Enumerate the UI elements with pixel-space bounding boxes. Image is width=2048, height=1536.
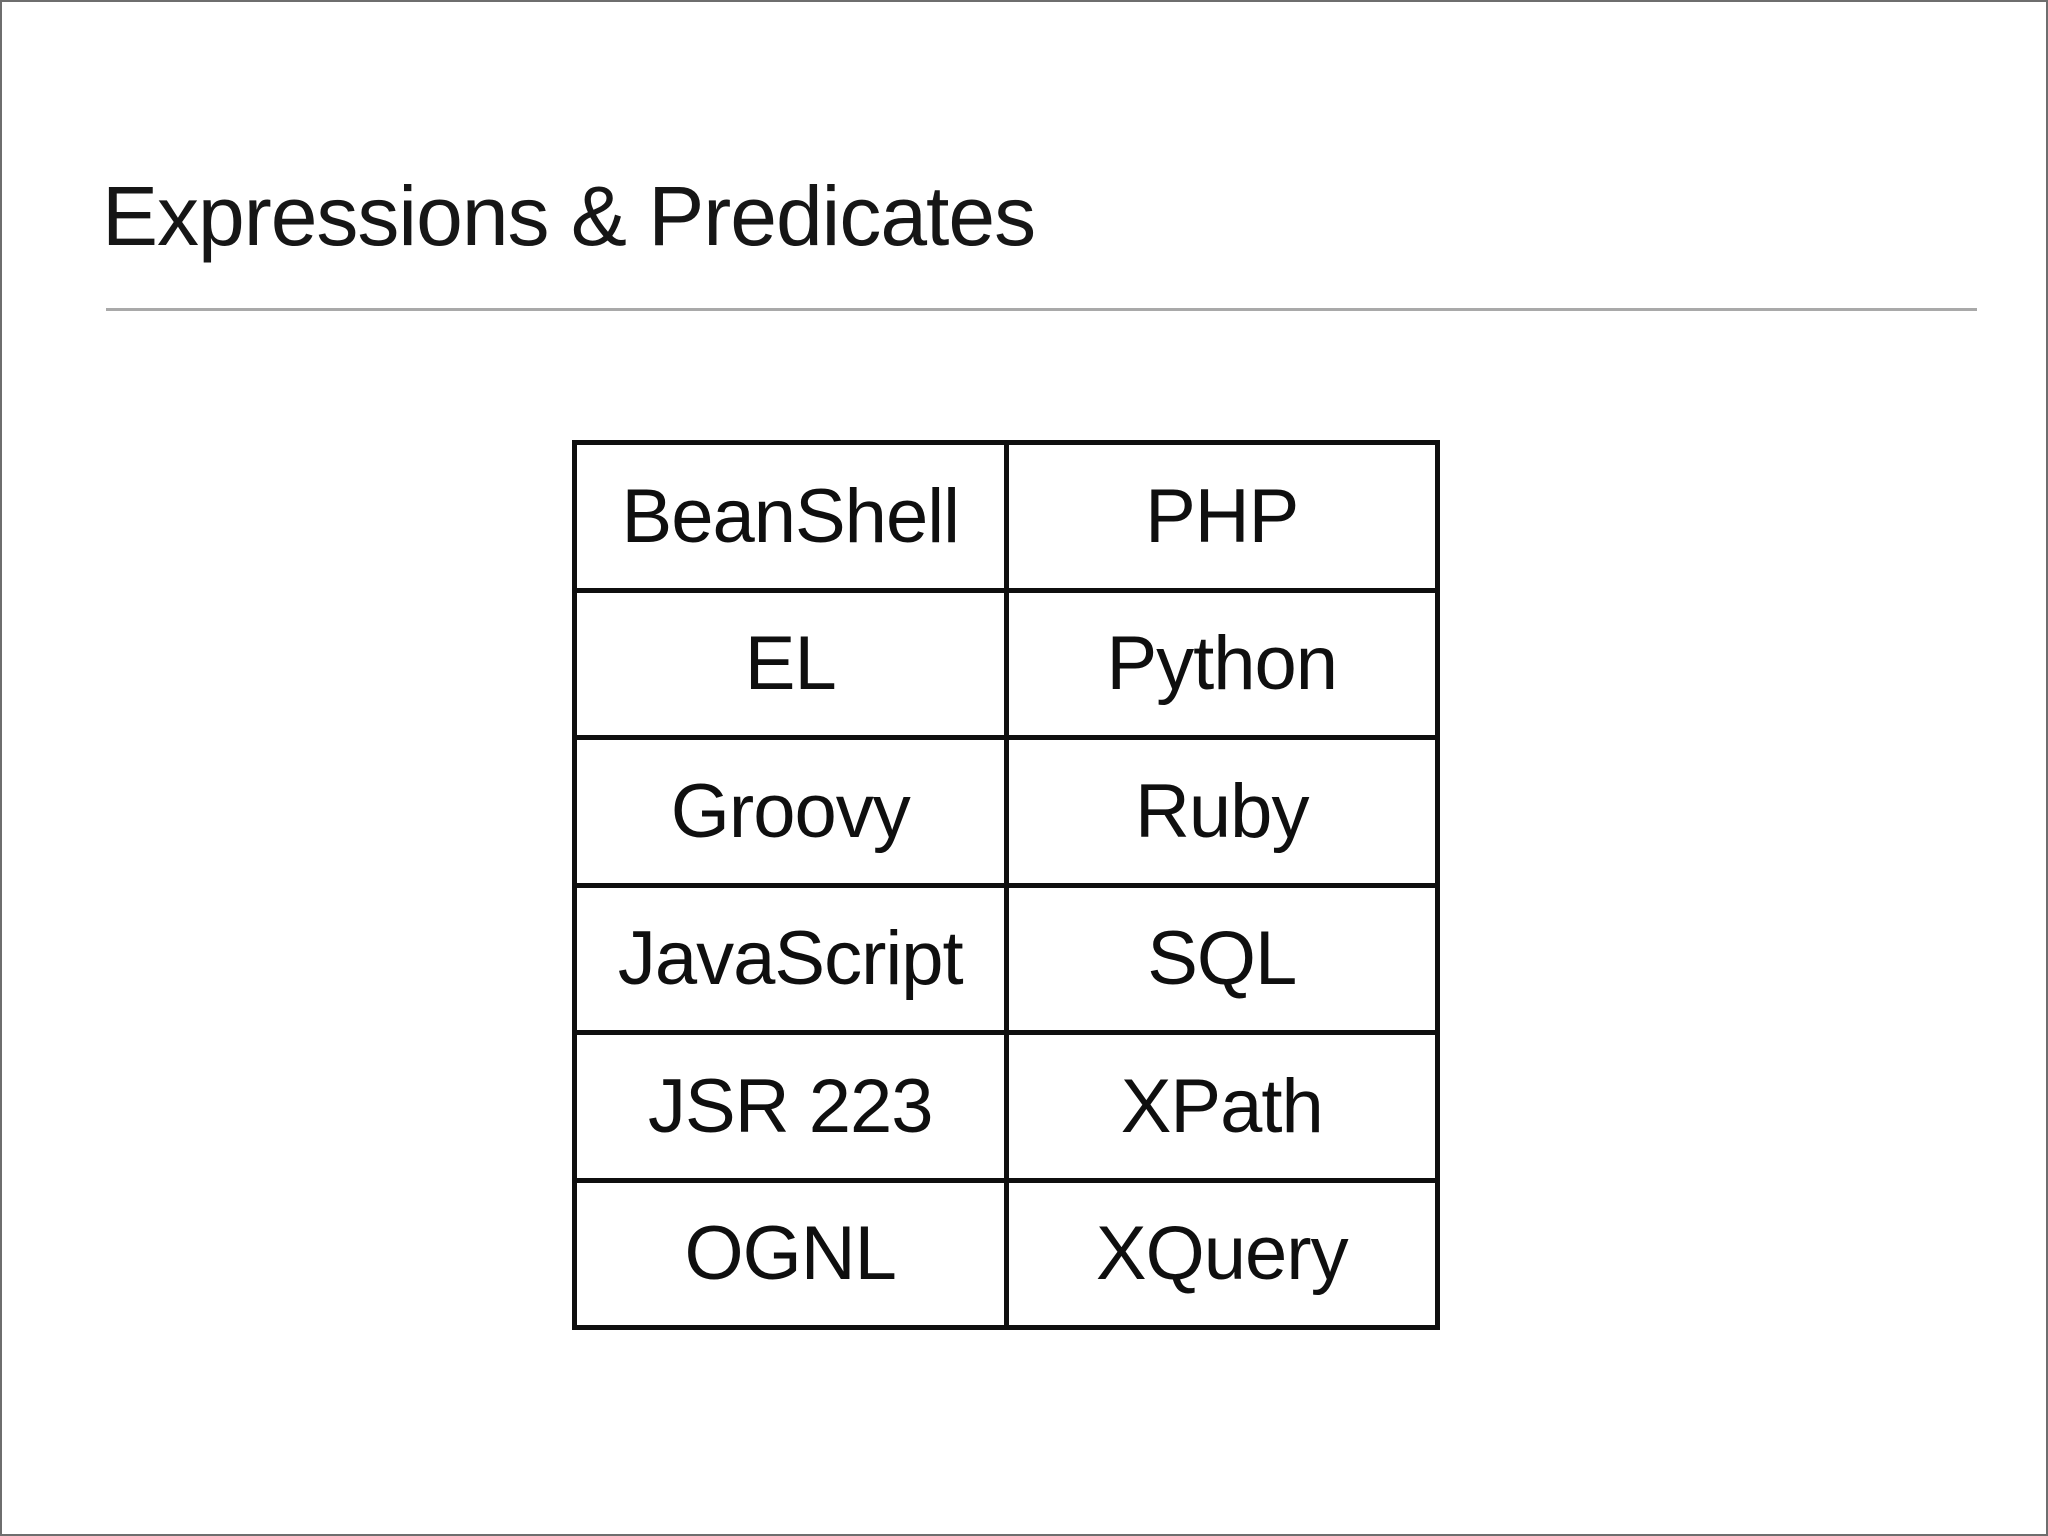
title-divider: [106, 308, 1977, 311]
table-cell: XPath: [1003, 1030, 1440, 1183]
languages-table: BeanShell PHP EL Python Groovy Ruby Java…: [572, 440, 1440, 1330]
table-cell: Groovy: [572, 735, 1009, 888]
table-cell: JSR 223: [572, 1030, 1009, 1183]
table-cell: BeanShell: [572, 440, 1009, 593]
table-cell: Ruby: [1003, 735, 1440, 888]
table-row: BeanShell PHP: [572, 440, 1440, 593]
table-row: OGNL XQuery: [572, 1177, 1440, 1330]
table-cell: OGNL: [572, 1177, 1009, 1330]
table-row: EL Python: [572, 587, 1440, 740]
table-row: Groovy Ruby: [572, 735, 1440, 888]
table-cell: PHP: [1003, 440, 1440, 593]
table-cell: Python: [1003, 587, 1440, 740]
table-cell: JavaScript: [572, 882, 1009, 1035]
table-cell: SQL: [1003, 882, 1440, 1035]
table-row: JavaScript SQL: [572, 882, 1440, 1035]
table-cell: XQuery: [1003, 1177, 1440, 1330]
table-row: JSR 223 XPath: [572, 1030, 1440, 1183]
table-cell: EL: [572, 587, 1009, 740]
slide-title: Expressions & Predicates: [102, 169, 1036, 263]
